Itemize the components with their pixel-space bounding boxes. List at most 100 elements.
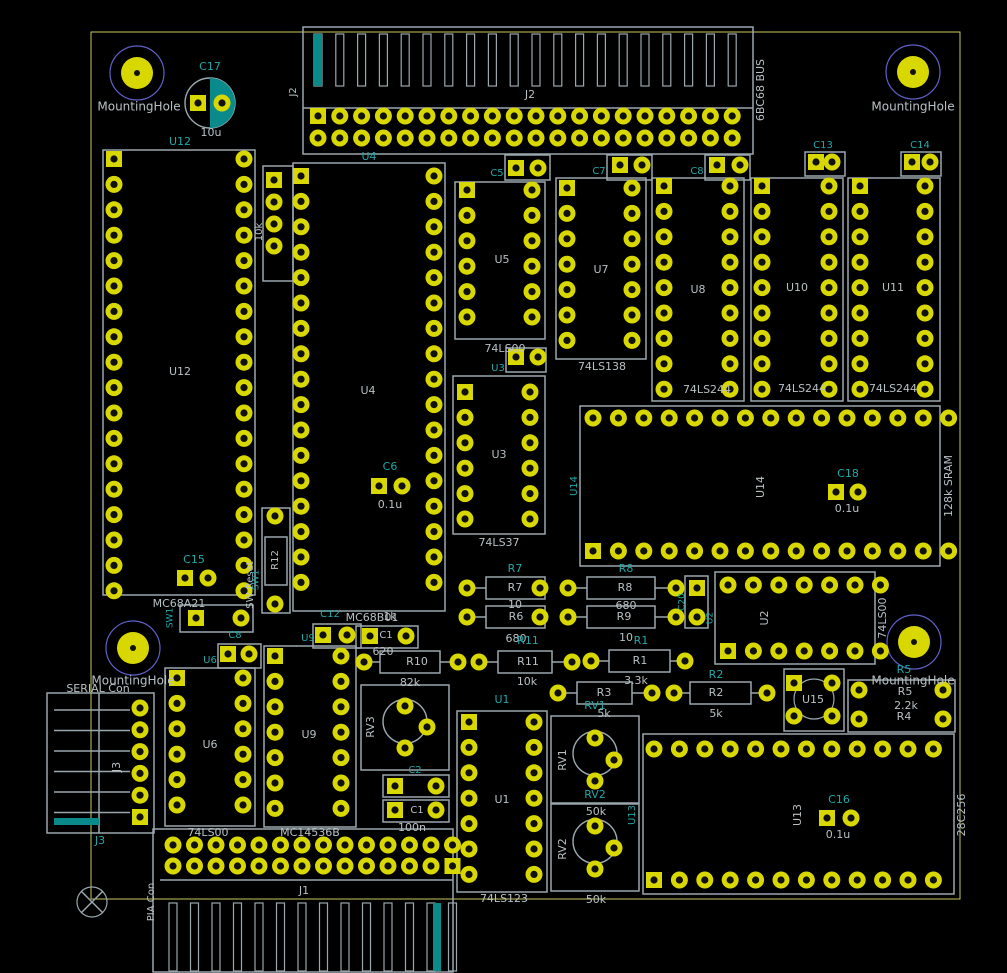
u13-pin <box>848 740 866 758</box>
r11-pad <box>470 653 488 671</box>
u7-ref: U7 <box>593 263 608 276</box>
u8-pin <box>655 279 673 297</box>
u4-pin <box>425 370 443 388</box>
fiducial-cross <box>80 890 104 914</box>
c1-value-mid: 620 <box>373 645 394 658</box>
u12-pin <box>235 277 253 295</box>
u10-pin <box>820 380 838 398</box>
r10-pad <box>449 653 467 671</box>
u13-outline <box>642 733 955 895</box>
j2-pin-outline <box>531 33 541 87</box>
u9-pin <box>267 648 283 664</box>
u12-pin <box>105 429 123 447</box>
j3-pin <box>131 764 149 782</box>
u2-pin <box>719 576 737 594</box>
u14-pin <box>813 409 831 427</box>
u2-pin <box>871 576 889 594</box>
fiducial-marker <box>76 886 108 918</box>
u10-pin <box>754 178 770 194</box>
rv3-pad <box>396 739 414 757</box>
j1-pin-outline <box>254 902 264 972</box>
j2-pin <box>723 107 741 125</box>
u4-pin <box>425 396 443 414</box>
u10-pin <box>820 202 838 220</box>
j2-pin <box>462 107 480 125</box>
r1-body <box>608 649 671 673</box>
u10-value: 74LS244 <box>778 382 826 395</box>
j2-pin <box>418 107 436 125</box>
j1-pin <box>401 836 418 854</box>
u8-value: 74LS244 <box>683 383 731 396</box>
c10-pad <box>240 645 258 663</box>
u2-ref-side: U2 <box>706 612 716 624</box>
r12-pad <box>266 507 284 525</box>
u4-pin <box>292 345 310 363</box>
j2-pin-outline <box>357 33 367 87</box>
r3-body <box>576 681 633 705</box>
u12-pin <box>105 506 123 524</box>
u7-pin <box>623 204 641 222</box>
c15-pad <box>199 569 217 587</box>
u3-value: 74LS37 <box>478 536 519 549</box>
u12-ref: U12 <box>169 365 191 378</box>
u3-pin <box>456 459 474 477</box>
c18-ref: C18 <box>837 467 859 480</box>
rv3-ref: RV3 <box>364 716 377 738</box>
rv2-value: 50k <box>586 893 607 906</box>
j1-pin <box>358 836 375 854</box>
j2-pin <box>680 129 698 147</box>
r10-pad <box>355 653 373 671</box>
mounting-hole-label: MountingHole <box>871 674 954 688</box>
u2-pin <box>795 642 813 660</box>
r11-ref-top: R11 <box>517 634 539 647</box>
u4-pin <box>292 523 310 541</box>
c-sw1-pad <box>188 610 204 626</box>
u11-pin <box>851 279 869 297</box>
r12-pad <box>266 595 284 613</box>
u8-pin <box>721 228 739 246</box>
r4-pad <box>934 710 952 728</box>
u2-outline <box>714 571 876 665</box>
u14-pin <box>736 409 754 427</box>
u4-pin <box>292 218 310 236</box>
j2-pin-outline <box>705 33 716 87</box>
u5-pin <box>523 283 541 301</box>
u4-pin <box>425 167 443 185</box>
r6-ref: R6 <box>509 610 524 623</box>
u13-pin <box>823 871 841 889</box>
u6-outline <box>164 667 256 827</box>
u4-pin <box>425 497 443 515</box>
rv1-outline <box>550 715 640 804</box>
u15-pin <box>785 707 803 725</box>
u11-pin <box>851 329 869 347</box>
c3-pad <box>508 349 524 365</box>
u13-pin <box>747 740 765 758</box>
j2-pin-outline <box>683 33 694 87</box>
c3-ref: U3 <box>491 363 505 374</box>
u9-ref-top: U9 <box>301 633 315 644</box>
u1-pin <box>461 714 477 730</box>
j2-pin <box>331 107 349 125</box>
c14-pad <box>904 154 920 170</box>
u12-pin <box>235 226 253 244</box>
rv1-pad <box>586 772 604 790</box>
u12-pin <box>235 302 253 320</box>
u14-ref-side: U14 <box>569 476 580 496</box>
u15-pin <box>786 675 802 691</box>
u14-pin <box>863 542 881 560</box>
c17-pad <box>213 94 231 112</box>
u12-pin <box>105 277 123 295</box>
u12-pin <box>235 556 253 574</box>
j2-pin <box>701 129 719 147</box>
c18-value: 0.1u <box>835 502 859 515</box>
j2-pin <box>440 129 458 147</box>
u12-pin <box>105 379 123 397</box>
rv1-ref-top: RV1 <box>584 699 606 712</box>
u10-pin <box>753 329 771 347</box>
u2-ref: U2 <box>758 610 771 625</box>
u6-pin <box>169 670 185 686</box>
u9-pin <box>266 774 284 792</box>
u14-pin <box>787 542 805 560</box>
c13-ref: C13 <box>813 140 833 151</box>
u1-pin <box>525 789 543 807</box>
